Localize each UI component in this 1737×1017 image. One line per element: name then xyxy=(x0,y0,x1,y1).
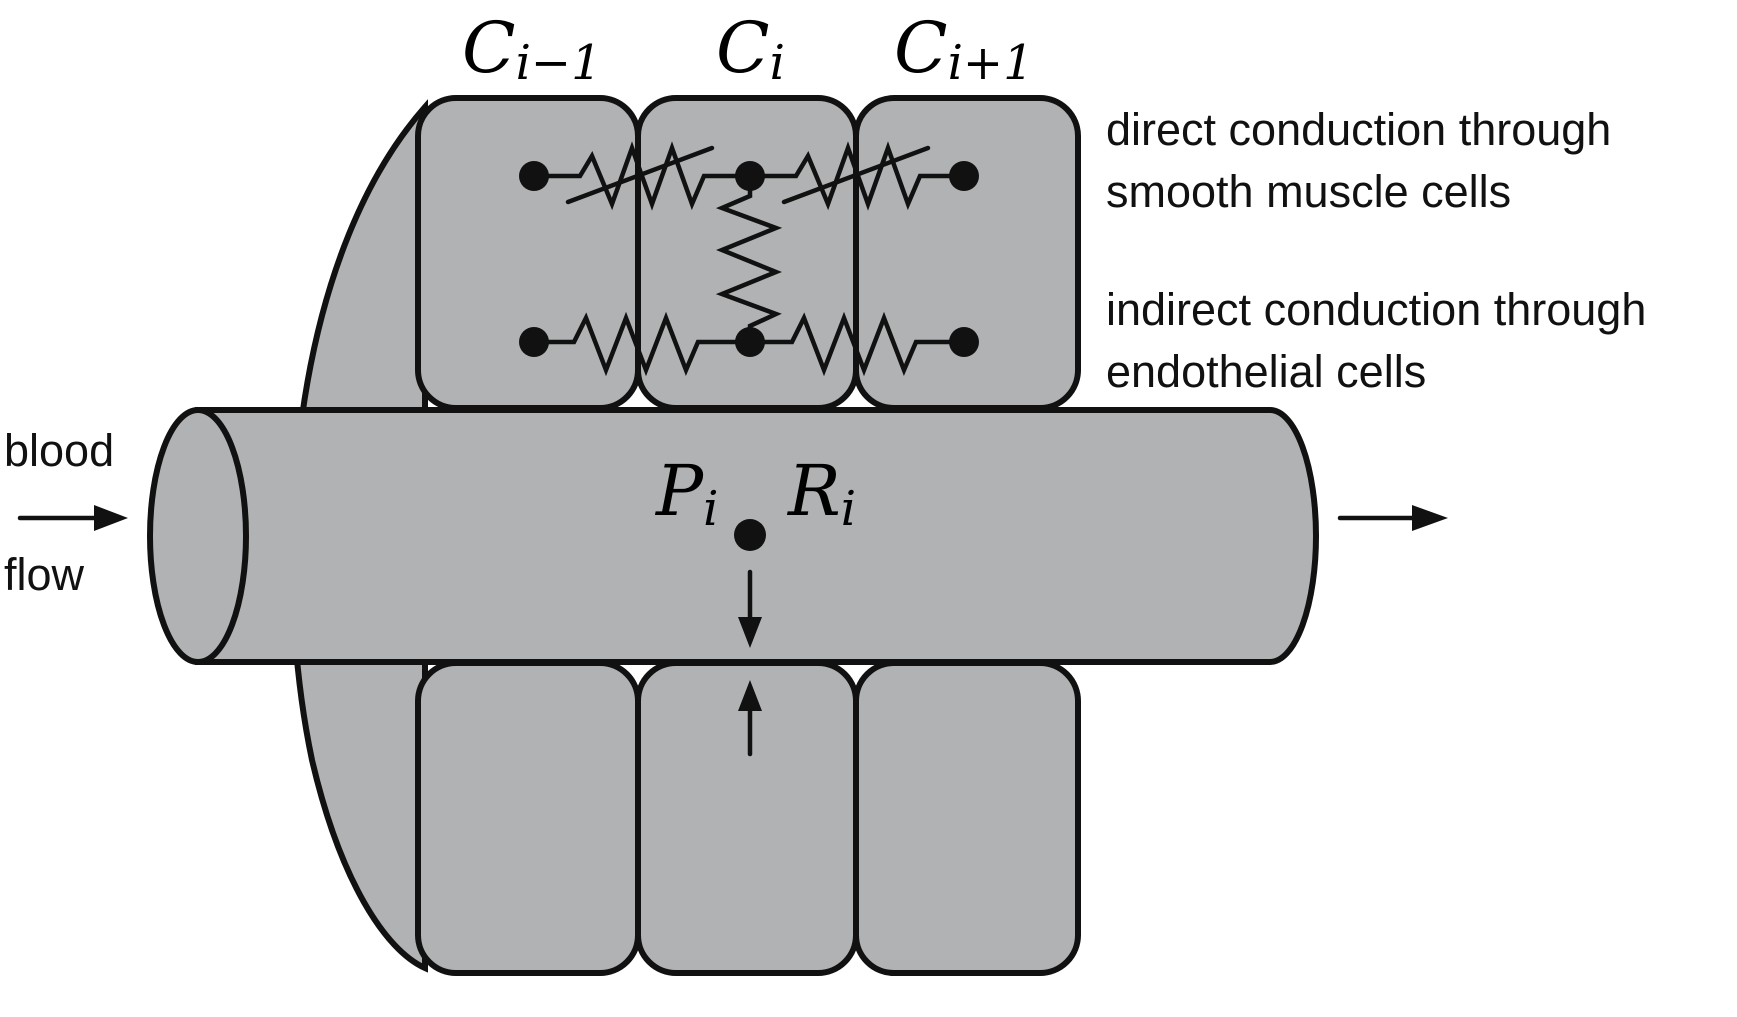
label-direct-line2: smooth muscle cells xyxy=(1106,166,1511,217)
label-cell-center: Ci xyxy=(716,7,785,91)
resistor-coupling xyxy=(715,173,783,345)
label-pressure: Pi xyxy=(654,450,718,537)
label-indirect-line1: indirect conduction through xyxy=(1106,284,1646,335)
node-vessel-pressure xyxy=(734,519,766,551)
label-cell-right: Ci+1 xyxy=(894,7,1034,91)
node-indirect-left xyxy=(519,327,549,357)
cell-bottom-right xyxy=(853,660,1081,976)
resistor-indirect-right xyxy=(747,311,967,377)
node-indirect-center xyxy=(735,327,765,357)
variable-arrow-right xyxy=(781,145,931,205)
label-resistance: Ri xyxy=(786,450,856,537)
flow-arrow-out xyxy=(1337,505,1448,531)
resistor-indirect-left xyxy=(531,311,753,377)
direct-conduction-resistors xyxy=(531,141,967,211)
node-direct-right xyxy=(949,161,979,191)
label-flow-line1: blood xyxy=(4,425,114,476)
pressure-arrow-down xyxy=(738,569,762,648)
cell-top-center xyxy=(635,95,859,411)
node-direct-center xyxy=(735,161,765,191)
label-cell-left: Ci−1 xyxy=(462,7,602,91)
vessel-opening xyxy=(147,407,249,665)
node-indirect-right xyxy=(949,327,979,357)
variable-arrow-left xyxy=(565,145,715,205)
label-direct-line1: direct conduction through xyxy=(1106,104,1611,155)
flow-arrow-in xyxy=(17,505,128,531)
cell-top-right xyxy=(853,95,1081,411)
indirect-conduction-resistors xyxy=(531,311,967,377)
node-direct-left xyxy=(519,161,549,191)
label-flow-line2: flow xyxy=(4,549,85,600)
pressure-arrow-up xyxy=(738,680,762,757)
label-indirect-line2: endothelial cells xyxy=(1106,346,1426,397)
cell-bottom-left xyxy=(415,660,641,976)
